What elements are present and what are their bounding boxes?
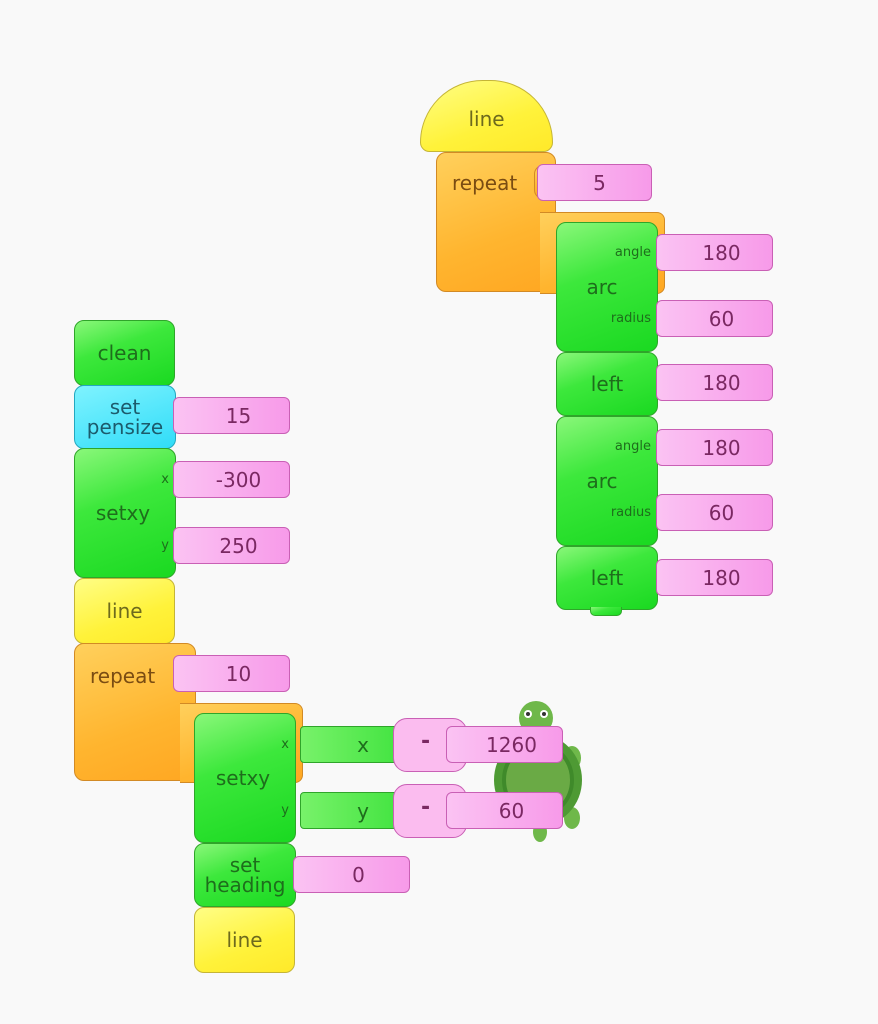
radius-param-label: radius [610, 311, 651, 326]
block-bottom-notch [590, 607, 622, 616]
arc-radius-value: 60 [708, 306, 735, 331]
x-operand-value: 1260 [486, 732, 537, 757]
line-block[interactable]: line [74, 578, 175, 644]
angle-param-label: angle [614, 439, 651, 454]
pensize-value: 15 [225, 403, 252, 428]
clean-label: clean [97, 341, 152, 365]
x-operator-sign: - [421, 729, 431, 754]
left-label: left [590, 566, 624, 590]
repeat-count-value: 5 [593, 170, 606, 195]
line-label: line [106, 599, 143, 623]
y-variable-label: y [357, 798, 369, 823]
setxy-x-value: -300 [215, 467, 262, 492]
heading-value: 0 [352, 862, 365, 887]
setxy-block[interactable]: setxy x y [194, 713, 296, 843]
x-param-label: x [281, 737, 289, 752]
set-heading-block[interactable]: set heading [194, 843, 296, 907]
repeat-count-value: 10 [225, 661, 252, 686]
left-block[interactable]: left [556, 546, 658, 610]
x-param-label: x [161, 472, 169, 487]
clean-block[interactable]: clean [74, 320, 175, 386]
setxy-y-value: 250 [219, 533, 258, 558]
left-angle-value: 180 [702, 370, 741, 395]
line-label: line [226, 928, 263, 952]
setxy-label: setxy [215, 766, 271, 790]
left-angle-input[interactable]: 180 [656, 364, 773, 401]
setxy-label: setxy [95, 501, 151, 525]
arc-radius-value: 60 [708, 500, 735, 525]
left-label: left [590, 372, 624, 396]
line-hat-block[interactable]: line [420, 80, 553, 152]
setxy-x-input[interactable]: -300 [173, 461, 290, 498]
y-operand-value: 60 [498, 798, 525, 823]
repeat-label: repeat [452, 171, 518, 195]
y-param-label: y [281, 803, 289, 818]
left-angle-input[interactable]: 180 [656, 559, 773, 596]
x-operand-input[interactable]: 1260 [446, 726, 563, 763]
set-pensize-block[interactable]: set pensize [74, 385, 176, 449]
repeat-label: repeat [90, 664, 156, 688]
arc-label: arc [586, 469, 618, 493]
line-block[interactable]: line [194, 907, 295, 973]
y-operator-sign: - [421, 795, 431, 820]
y-operand-input[interactable]: 60 [446, 792, 563, 829]
set-heading-label-line2: heading [204, 873, 286, 897]
setxy-block[interactable]: setxy x y [74, 448, 176, 578]
arc-radius-input[interactable]: 60 [656, 300, 773, 337]
repeat-count-input[interactable]: 5 [537, 164, 652, 201]
repeat-block[interactable]: repeat [74, 643, 196, 781]
arc-block[interactable]: arc angle radius [556, 416, 658, 546]
arc-angle-input[interactable]: 180 [656, 429, 773, 466]
arc-angle-value: 180 [702, 435, 741, 460]
left-block[interactable]: left [556, 352, 658, 416]
x-variable-label: x [357, 732, 369, 757]
set-pensize-label-line1: set [109, 395, 141, 419]
pensize-input[interactable]: 15 [173, 397, 290, 434]
set-pensize-label-line2: pensize [86, 415, 164, 439]
line-hat-label: line [468, 107, 505, 131]
y-param-label: y [161, 538, 169, 553]
heading-input[interactable]: 0 [293, 856, 410, 893]
arc-block[interactable]: arc angle radius [556, 222, 658, 352]
arc-radius-input[interactable]: 60 [656, 494, 773, 531]
repeat-count-input[interactable]: 10 [173, 655, 290, 692]
arc-angle-value: 180 [702, 240, 741, 265]
setxy-y-input[interactable]: 250 [173, 527, 290, 564]
set-heading-label-line1: set [229, 853, 261, 877]
radius-param-label: radius [610, 505, 651, 520]
left-angle-value: 180 [702, 565, 741, 590]
angle-param-label: angle [614, 245, 651, 260]
arc-label: arc [586, 275, 618, 299]
arc-angle-input[interactable]: 180 [656, 234, 773, 271]
